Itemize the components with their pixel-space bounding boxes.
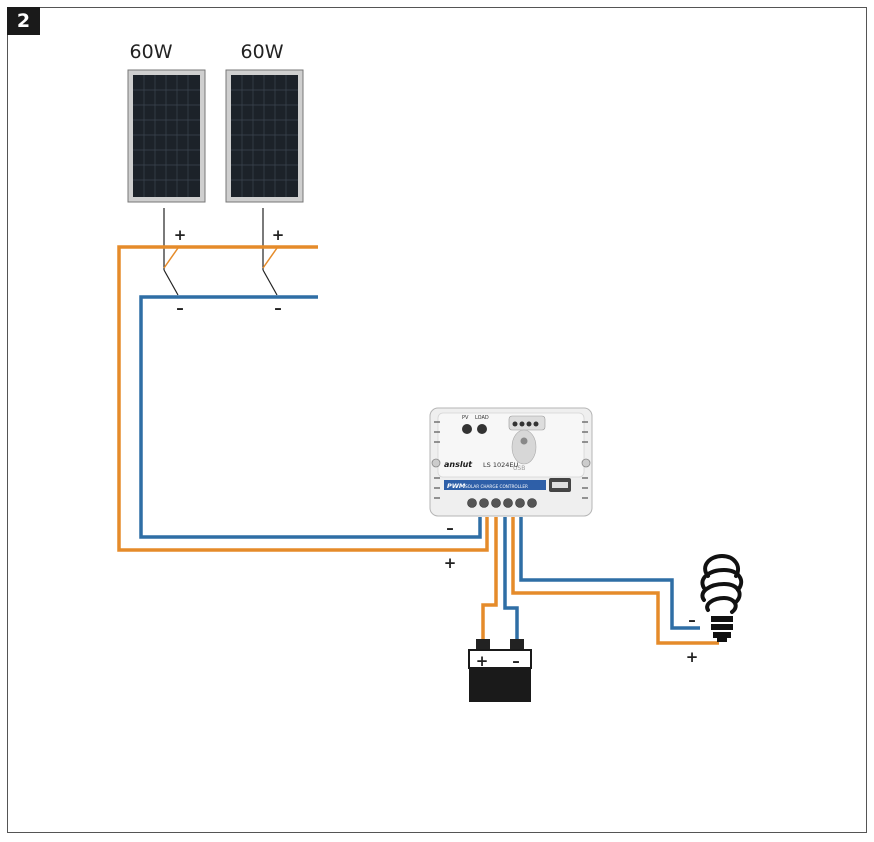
pv-plus-label: +: [444, 554, 457, 572]
figure-frame: [7, 7, 867, 833]
load-minus-label: –: [688, 611, 696, 629]
battery-plus-label: +: [476, 652, 489, 670]
panel-2-plus: +: [272, 226, 285, 244]
panel-1-plus: +: [174, 226, 187, 244]
pv-indicator-label: PV: [462, 415, 469, 421]
step-badge: 2: [7, 7, 40, 35]
controller-subtitle: SOLAR CHARGE CONTROLLER: [465, 484, 528, 489]
panel-2-wattage: 60W: [241, 41, 284, 63]
controller-model: LS 1024EU: [483, 461, 518, 469]
battery-positive-wire: [481, 517, 498, 640]
load-indicator-label: LOAD: [475, 415, 489, 421]
charge-controller: PV LOAD USB anslut LS 1024EU PWM SOLAR C…: [429, 407, 593, 517]
battery: [468, 639, 532, 702]
pv-negative-wire: [139, 295, 482, 539]
controller-type: PWM: [447, 482, 466, 490]
solar-panel-1: [127, 69, 206, 203]
panel-1-minus: –: [176, 299, 184, 317]
panel-2-minus: –: [274, 299, 282, 317]
panel-leads: [163, 208, 278, 296]
load-positive-wire: [511, 517, 719, 645]
battery-minus-label: –: [512, 652, 520, 670]
panel-plus-taps: [163, 247, 278, 269]
battery-negative-wire: [503, 517, 519, 640]
load-plus-label: +: [686, 648, 699, 666]
panel-1-wattage: 60W: [130, 41, 173, 63]
solar-panel-2: [225, 69, 304, 203]
pv-positive-wire: [117, 245, 489, 552]
pv-minus-label: –: [446, 519, 454, 537]
lamp-icon: [700, 553, 744, 642]
load-negative-wire: [519, 517, 700, 630]
usb-label: USB: [513, 465, 525, 472]
controller-brand: anslut: [444, 460, 473, 469]
